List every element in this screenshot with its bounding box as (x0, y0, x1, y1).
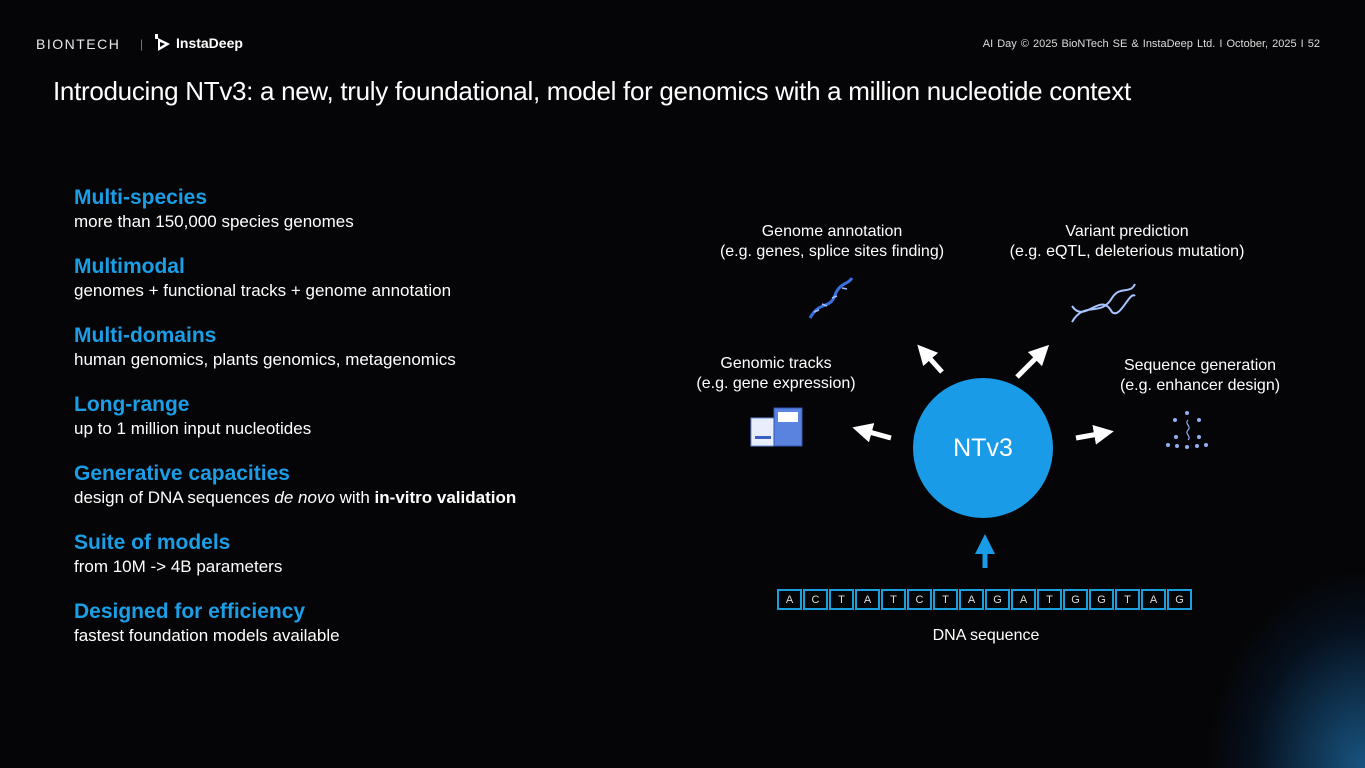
dna-helix-icon (1071, 283, 1136, 323)
genome-annotation-label: Genome annotation (e.g. genes, splice sit… (712, 222, 952, 262)
feature-text: genomes + functional tracks + genome ann… (74, 281, 452, 300)
header-footer-info: AI Day © 2025 BioNTech SE & InstaDeep Lt… (982, 38, 1320, 50)
sequence-generation-label: Sequence generation (e.g. enhancer design… (1110, 356, 1290, 396)
feature-text: design of DNA sequences de novo with in-… (74, 487, 516, 509)
nucleotide-box: A (1011, 589, 1036, 610)
label-line: Variant prediction (1065, 223, 1189, 240)
arrow-up-left (917, 344, 944, 374)
feature-item: Designed for efficiency fastest foundatio… (74, 598, 516, 667)
label-line: Sequence generation (1123, 357, 1277, 374)
feature-item: Multi-species more than 150,000 species g… (74, 184, 516, 253)
feature-text: human genomics, plants genomics, metagen… (74, 350, 456, 369)
variant-prediction-label: Variant prediction (e.g. eQTL, deleteriou… (997, 222, 1257, 262)
nucleotide-box: T (881, 589, 906, 610)
feature-item: Suite of models from 10M -> 4B parameters (74, 529, 516, 598)
instadeep-logo-text: InstaDeep (176, 35, 243, 51)
arrow-right (1075, 424, 1114, 445)
feature-heading: Generative capacities (74, 462, 290, 485)
nucleotide-box: A (777, 589, 802, 610)
feature-text: from 10M -> 4B parameters (74, 557, 283, 576)
ntv3-model-node: NTv3 (913, 378, 1053, 518)
nucleotide-box: T (1037, 589, 1062, 610)
genomic-tracks-label: Genomic tracks (e.g. gene expression) (686, 354, 866, 394)
label-line: (e.g. gene expression) (696, 375, 856, 392)
feature-heading: Suite of models (74, 531, 231, 554)
feature-text: more than 150,000 species genomes (74, 212, 354, 231)
feature-text: up to 1 million input nucleotides (74, 419, 312, 438)
label-line: (e.g. eQTL, deleterious mutation) (1009, 243, 1245, 260)
nucleotide-box: G (1063, 589, 1088, 610)
text-italic: de novo (274, 488, 335, 507)
instadeep-logo-icon (155, 34, 170, 51)
feature-heading: Multi-species (74, 186, 208, 209)
genomic-tracks-icon (750, 407, 803, 447)
arrow-up-right (1015, 344, 1050, 379)
text-segment: with (334, 488, 375, 507)
label-line: Genome annotation (761, 223, 903, 240)
sequence-generation-icon (1166, 411, 1208, 449)
nucleotide-box: A (1141, 589, 1166, 610)
feature-item: Multimodal genomes + functional tracks + … (74, 253, 516, 322)
feature-heading: Designed for efficiency (74, 600, 306, 623)
feature-text: fastest foundation models available (74, 626, 340, 645)
logo-separator: | (140, 37, 144, 51)
feature-item: Long-range up to 1 million input nucleoti… (74, 391, 516, 460)
dna-sequence-label: DNA sequence (932, 627, 1040, 644)
page-title: Introducing NTv3: a new, truly foundatio… (53, 76, 1131, 106)
nucleotide-box: A (855, 589, 880, 610)
feature-heading: Multimodal (74, 255, 185, 278)
nucleotide-box: G (985, 589, 1010, 610)
nucleotide-box: T (1115, 589, 1140, 610)
feature-item: Multi-domains human genomics, plants geno… (74, 322, 516, 391)
decorative-glow (1205, 568, 1365, 768)
feature-heading: Multi-domains (74, 324, 217, 347)
instadeep-logo: InstaDeep (155, 34, 243, 52)
text-bold: in-vitro validation (374, 488, 517, 507)
label-line: Genomic tracks (720, 355, 832, 372)
nucleotide-box: T (829, 589, 854, 610)
label-line: (e.g. genes, splice sites finding) (719, 243, 945, 260)
rna-strand-icon (808, 277, 854, 319)
label-line: (e.g. enhancer design) (1119, 377, 1281, 394)
nucleotide-box: C (907, 589, 932, 610)
text-segment: design of DNA sequences (74, 488, 275, 507)
nucleotide-box: T (933, 589, 958, 610)
nucleotide-box: A (959, 589, 984, 610)
biontech-logo: BIONTECH (36, 36, 121, 52)
nucleotide-box: G (1089, 589, 1114, 610)
feature-heading: Long-range (74, 393, 190, 416)
feature-list: Multi-species more than 150,000 species g… (74, 184, 516, 667)
nucleotide-box: C (803, 589, 828, 610)
arrow-left (852, 423, 892, 443)
nucleotide-box: G (1167, 589, 1192, 610)
